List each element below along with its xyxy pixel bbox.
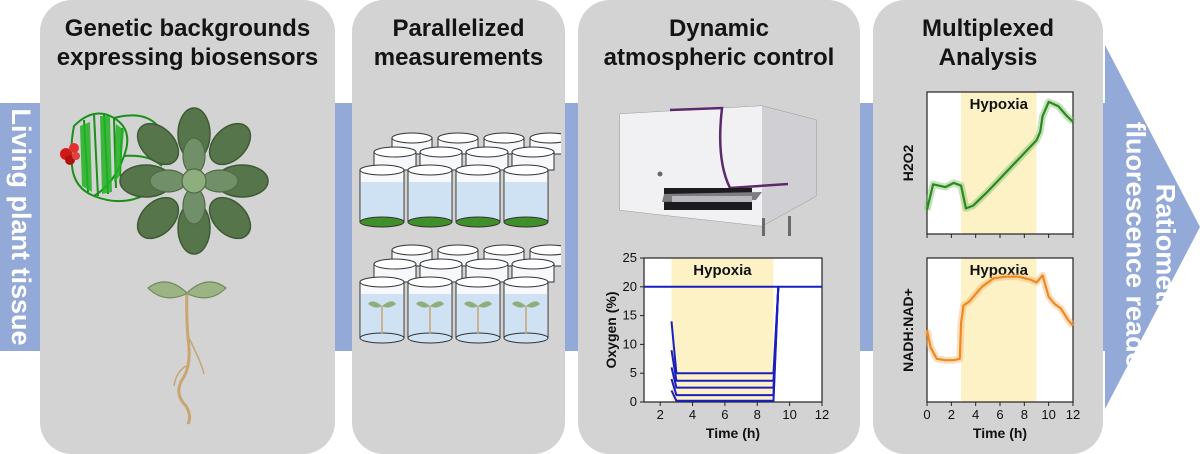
panel-title-line: measurements bbox=[373, 44, 544, 71]
y-tick-label: 0 bbox=[630, 394, 637, 409]
y-axis-label: H2O2 bbox=[900, 145, 916, 182]
x-tick-label: 6 bbox=[996, 407, 1003, 422]
panel-title: Dynamic atmospheric control bbox=[578, 14, 860, 72]
y-tick-label: 15 bbox=[623, 308, 637, 323]
well-array-icon bbox=[359, 132, 561, 344]
panel-title-line: Parallelized bbox=[392, 15, 525, 42]
y-tick-label: 5 bbox=[630, 365, 637, 380]
panel-title-line: Multiplexed bbox=[921, 15, 1054, 42]
well bbox=[503, 164, 549, 228]
series-line-1 bbox=[925, 100, 1074, 211]
x-tick-label: 0 bbox=[923, 407, 930, 422]
flow-start-label: Living plant tissue bbox=[5, 108, 36, 346]
x-tick-label: 12 bbox=[815, 407, 829, 422]
y-axis-label: NADH:NAD+ bbox=[900, 288, 916, 372]
panel-title: Genetic backgrounds expressing biosensor… bbox=[40, 14, 335, 72]
rosette-plant-icon bbox=[119, 107, 269, 255]
panel-title-line: expressing biosensors bbox=[56, 44, 319, 71]
x-axis-label: Time (h) bbox=[973, 425, 1027, 441]
x-tick-label: 12 bbox=[1066, 407, 1080, 422]
hypoxia-shade bbox=[671, 258, 774, 402]
x-tick-label: 4 bbox=[689, 407, 696, 422]
x-tick-label: 6 bbox=[721, 407, 728, 422]
well bbox=[407, 276, 453, 344]
panel-title-line: atmospheric control bbox=[603, 44, 835, 71]
plot-frame bbox=[643, 257, 823, 403]
plate-reader-icon bbox=[619, 105, 817, 236]
series-line-1 bbox=[925, 274, 1074, 362]
well bbox=[359, 276, 405, 344]
well bbox=[359, 164, 405, 228]
panel-title-line: Dynamic bbox=[668, 15, 770, 42]
panel-title-line: Analysis bbox=[938, 44, 1038, 71]
flow-end-label-line1: Ratiometric bbox=[1150, 183, 1181, 333]
x-tick-label: 8 bbox=[1021, 407, 1028, 422]
hypoxia-label: Hypoxia bbox=[970, 262, 1029, 279]
y-tick-label: 20 bbox=[623, 279, 637, 294]
panel-parallelized-measurements: Parallelized measurements bbox=[352, 0, 565, 454]
well bbox=[455, 276, 501, 344]
x-tick-label: 4 bbox=[972, 407, 979, 422]
panel-genetic-backgrounds: Genetic backgrounds expressing biosensor… bbox=[40, 0, 335, 454]
well bbox=[455, 164, 501, 228]
x-tick-label: 8 bbox=[754, 407, 761, 422]
x-tick-label: 10 bbox=[782, 407, 796, 422]
panel-atmospheric-control: Dynamic atmospheric control Hypoxia 2 4 6 8 1… bbox=[578, 0, 860, 454]
hypoxia-label: Hypoxia bbox=[970, 96, 1029, 113]
x-axis-label: Time (h) bbox=[706, 425, 760, 441]
panel-title: Multiplexed Analysis bbox=[873, 14, 1103, 72]
well bbox=[503, 276, 549, 344]
panel-title-line: Genetic backgrounds bbox=[64, 15, 311, 42]
flow-end-label-line2: fluorescence readout bbox=[1121, 121, 1151, 395]
hypoxia-shade bbox=[961, 92, 1037, 234]
x-tick-label: 2 bbox=[657, 407, 664, 422]
well bbox=[407, 164, 453, 228]
flow-end-label: Ratiometric fluorescence readout bbox=[1120, 121, 1181, 395]
y-tick-label: 25 bbox=[623, 250, 637, 265]
process-flow-arrowhead bbox=[1105, 45, 1200, 409]
y-axis-label: Oxygen (%) bbox=[603, 291, 619, 368]
hypoxia-shade bbox=[961, 258, 1037, 402]
y-tick-label: 10 bbox=[623, 336, 637, 351]
hypoxia-label: Hypoxia bbox=[693, 262, 752, 279]
biosensor-protein-icon bbox=[60, 112, 163, 203]
series-line-6 bbox=[670, 286, 780, 402]
panel-title: Parallelized measurements bbox=[352, 14, 565, 72]
well bbox=[373, 258, 417, 283]
x-tick-label: 2 bbox=[948, 407, 955, 422]
seedling-icon bbox=[147, 281, 227, 425]
x-tick-label: 10 bbox=[1041, 407, 1055, 422]
